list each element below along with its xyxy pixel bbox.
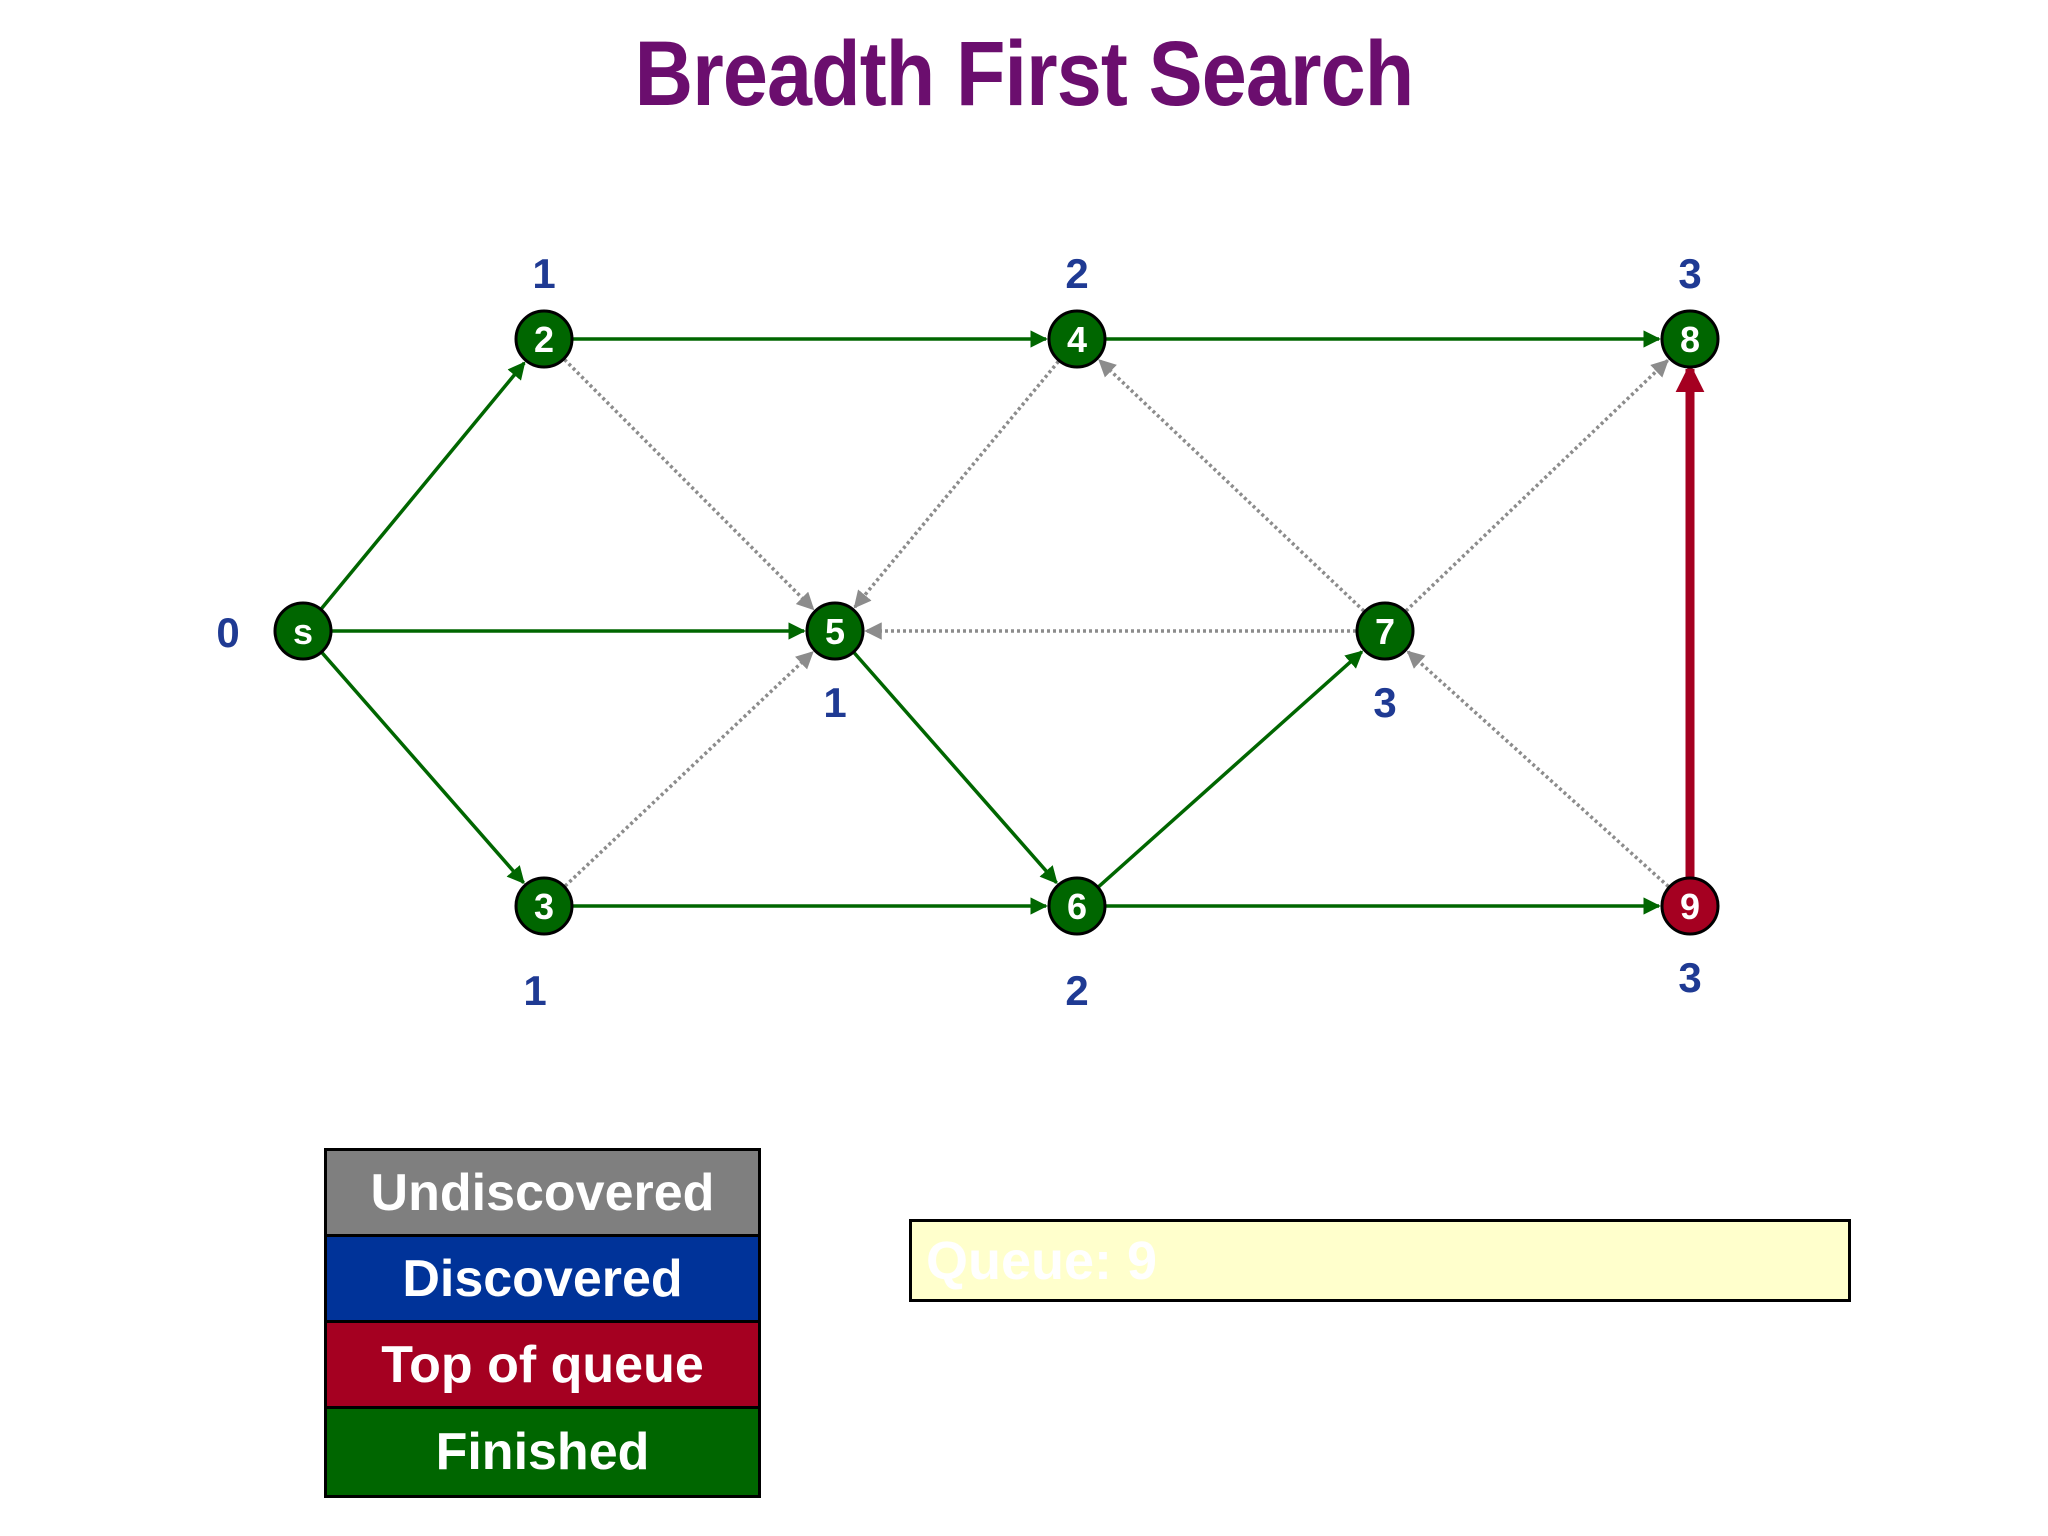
distance-label-8: 3: [1678, 250, 1701, 297]
node-2: 2: [514, 309, 574, 369]
node-layer: s 2 3 4 5 6 7 8 9: [273, 309, 1720, 936]
node-9: 9: [1660, 876, 1720, 936]
distance-label-4: 2: [1065, 250, 1088, 297]
node-7: 7: [1355, 601, 1415, 661]
node-label: 2: [534, 319, 554, 360]
node-s: s: [273, 601, 333, 661]
node-8: 8: [1660, 309, 1720, 369]
legend-finished: Finished: [327, 1409, 758, 1495]
node-circle: [1355, 601, 1415, 661]
node-circle: [1047, 309, 1107, 369]
node-label: 4: [1067, 319, 1087, 360]
node-6: 6: [1047, 876, 1107, 936]
node-circle: [514, 309, 574, 369]
edge-3-5: [563, 651, 814, 888]
node-3: 3: [514, 876, 574, 936]
edge-9-7: [1406, 650, 1670, 888]
legend-top-of-queue: Top of queue: [327, 1323, 758, 1409]
edge-7-4: [1098, 359, 1366, 613]
node-label: 9: [1680, 886, 1700, 927]
edge-s-3: [320, 651, 525, 885]
page-title: Breadth First Search: [634, 23, 1415, 125]
edge-6-7: [1097, 650, 1364, 888]
edge-4-5: [853, 360, 1060, 609]
queue-box: Queue: 9: [909, 1219, 1851, 1302]
distance-label-5: 1: [823, 679, 846, 726]
distance-layer: 0 1 1 2 1 2 3 3 3: [216, 250, 1701, 1014]
node-label: 5: [825, 611, 845, 652]
edge-s-2: [320, 361, 526, 610]
distance-label-2: 1: [532, 250, 555, 297]
edge-5-6: [852, 651, 1058, 885]
node-5: 5: [805, 601, 865, 661]
node-label: 8: [1680, 319, 1700, 360]
distance-label-s: 0: [216, 609, 239, 656]
node-circle: [805, 601, 865, 661]
distance-label-3: 1: [523, 967, 546, 1014]
edge-7-8: [1404, 359, 1669, 613]
node-circle: [1047, 876, 1107, 936]
edge-2-5: [563, 358, 815, 611]
distance-label-7: 3: [1373, 679, 1396, 726]
node-circle: [1660, 309, 1720, 369]
node-circle: [1660, 876, 1720, 936]
legend-discovered: Discovered: [327, 1237, 758, 1323]
node-label: 7: [1375, 611, 1395, 652]
edge-layer: [320, 330, 1705, 915]
node-circle: [273, 601, 333, 661]
node-label: s: [293, 611, 313, 652]
node-label: 6: [1067, 886, 1087, 927]
distance-label-9: 3: [1678, 954, 1701, 1001]
queue-text: Queue: 9: [926, 1231, 1158, 1291]
node-circle: [514, 876, 574, 936]
legend: Undiscovered Discovered Top of queue Fin…: [324, 1148, 761, 1498]
node-label: 3: [534, 886, 554, 927]
node-4: 4: [1047, 309, 1107, 369]
legend-undiscovered: Undiscovered: [327, 1151, 758, 1237]
distance-label-6: 2: [1065, 967, 1088, 1014]
